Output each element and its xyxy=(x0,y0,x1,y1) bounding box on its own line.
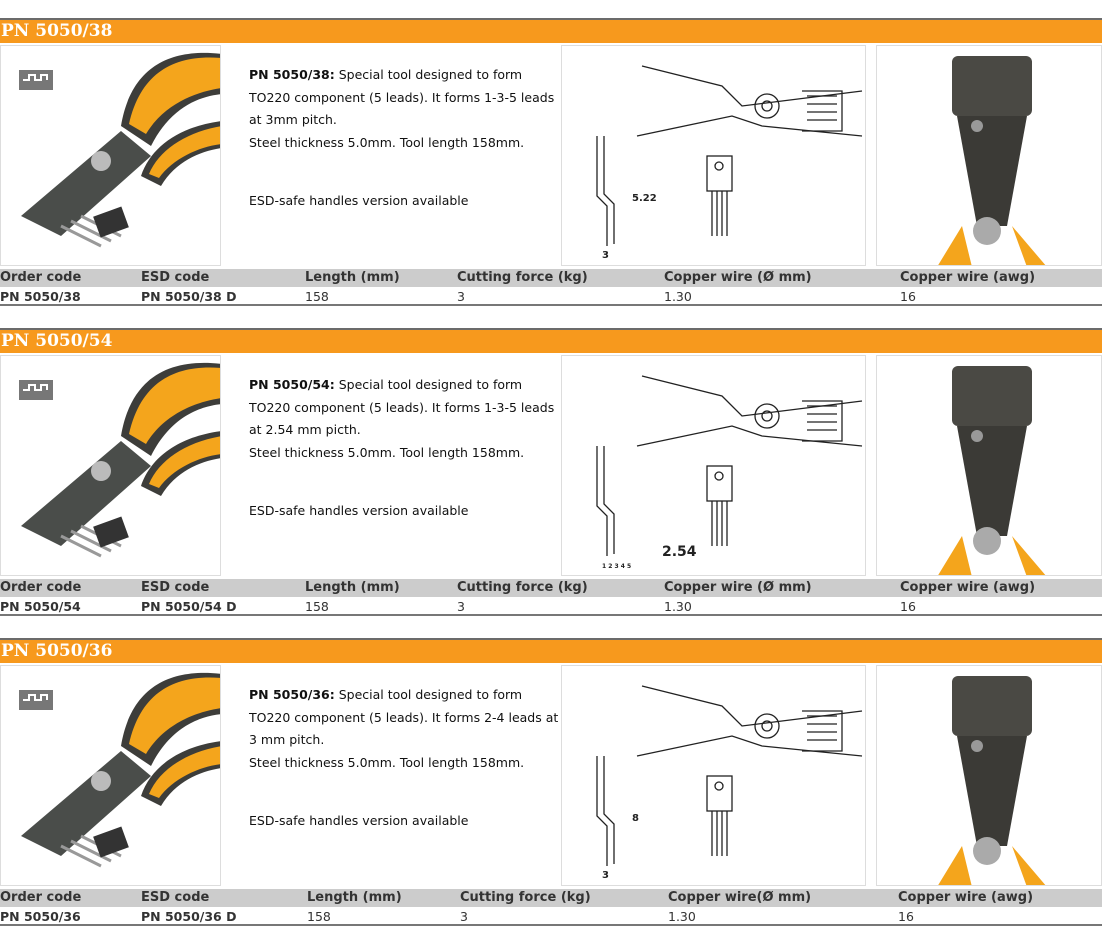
product-title: PN 5050/54 xyxy=(0,328,1102,353)
product-closeup-photo xyxy=(876,45,1102,266)
table-cell: PN 5050/38 xyxy=(0,289,81,304)
description-code: PN 5050/38: xyxy=(249,67,335,82)
product-title: PN 5050/36 xyxy=(0,638,1102,663)
product-title: PN 5050/38 xyxy=(0,18,1102,43)
product-closeup-photo xyxy=(876,355,1102,576)
description-line: 3 mm pitch. xyxy=(249,732,325,747)
product-section: PN 5050/38 PN 5050/38: Special tool desi… xyxy=(0,18,1102,308)
dimension-label: 2.54 xyxy=(662,544,697,560)
table-row: PN 5050/38 PN 5050/38 D 158 3 1.30 16 xyxy=(0,287,1102,306)
description-line: Special tool designed to form xyxy=(338,377,523,392)
technical-drawing: 5.22 3 xyxy=(561,45,866,266)
table-cell: 3 xyxy=(457,599,465,614)
dimension-label: 8 xyxy=(632,813,639,824)
column-header: Cutting force (kg) xyxy=(460,890,591,905)
table-cell: PN 5050/54 xyxy=(0,599,81,614)
spec-table-header: Order code ESD code Length (mm) Cutting for… xyxy=(0,269,1102,287)
product-image xyxy=(0,665,221,886)
column-header: ESD code xyxy=(141,890,210,905)
dimension-label: 3 xyxy=(602,250,609,261)
column-header: ESD code xyxy=(141,270,210,285)
table-cell: PN 5050/54 D xyxy=(141,599,237,614)
product-closeup-photo xyxy=(876,665,1102,886)
table-cell: PN 5050/38 D xyxy=(141,289,237,304)
product-image xyxy=(0,355,221,576)
table-cell: 1.30 xyxy=(664,599,692,614)
column-header: Cutting force (kg) xyxy=(457,580,588,595)
product-description: PN 5050/36: Special tool designed to for… xyxy=(222,665,560,886)
table-cell: 158 xyxy=(305,599,329,614)
column-header: Copper wire (Ø mm) xyxy=(664,270,812,285)
product-section: PN 5050/54 PN 5050/54: Special tool desi… xyxy=(0,328,1102,618)
table-cell: 16 xyxy=(898,909,914,924)
product-section: PN 5050/36 PN 5050/36: Special tool desi… xyxy=(0,638,1102,928)
description-line: Special tool designed to form xyxy=(338,67,523,82)
description-line: Special tool designed to form xyxy=(338,687,523,702)
table-cell: 3 xyxy=(460,909,468,924)
table-row: PN 5050/36 PN 5050/36 D 158 3 1.30 16 xyxy=(0,907,1102,926)
description-code: PN 5050/54: xyxy=(249,377,335,392)
column-header: Length (mm) xyxy=(305,270,400,285)
esd-note: ESD-safe handles version available xyxy=(249,503,469,518)
description-line: Steel thickness 5.0mm. Tool length 158mm… xyxy=(249,444,525,460)
table-row: PN 5050/54 PN 5050/54 D 158 3 1.30 16 xyxy=(0,597,1102,616)
product-description: PN 5050/38: Special tool designed to for… xyxy=(222,45,560,266)
table-cell: 16 xyxy=(900,289,916,304)
dimension-label: 5.22 xyxy=(632,193,657,204)
table-cell: 158 xyxy=(305,289,329,304)
description-line: TO220 component (5 leads). It forms 1-3-… xyxy=(249,89,555,105)
dimension-label: 3 xyxy=(602,870,609,881)
technical-drawing: 8 3 xyxy=(561,665,866,886)
description-line: Steel thickness 5.0mm. Tool length 158mm… xyxy=(249,134,525,150)
column-header: Order code xyxy=(0,580,82,595)
column-header: Cutting force (kg) xyxy=(457,270,588,285)
dimension-label: 1 2 3 4 5 xyxy=(602,563,631,570)
column-header: Copper wire (awg) xyxy=(900,580,1036,595)
table-cell: 16 xyxy=(900,599,916,614)
table-cell: 3 xyxy=(457,289,465,304)
column-header: Order code xyxy=(0,270,82,285)
esd-note: ESD-safe handles version available xyxy=(249,813,469,828)
column-header: Copper wire (Ø mm) xyxy=(664,580,812,595)
product-description: PN 5050/54: Special tool designed to for… xyxy=(222,355,560,576)
description-line: at 2.54 mm picth. xyxy=(249,422,361,437)
esd-note: ESD-safe handles version available xyxy=(249,193,469,208)
table-cell: 1.30 xyxy=(664,289,692,304)
table-cell: PN 5050/36 xyxy=(0,909,81,924)
description-line: at 3mm pitch. xyxy=(249,112,337,127)
description-line: TO220 component (5 leads). It forms 1-3-… xyxy=(249,399,555,415)
column-header: Length (mm) xyxy=(305,580,400,595)
description-line: TO220 component (5 leads). It forms 2-4 … xyxy=(249,709,559,725)
column-header: Copper wire (awg) xyxy=(900,270,1036,285)
column-header: Copper wire(Ø mm) xyxy=(668,890,812,905)
column-header: ESD code xyxy=(141,580,210,595)
column-header: Length (mm) xyxy=(307,890,402,905)
description-code: PN 5050/36: xyxy=(249,687,335,702)
spec-table-header: Order code ESD code Length (mm) Cutting for… xyxy=(0,579,1102,597)
table-cell: PN 5050/36 D xyxy=(141,909,237,924)
technical-drawing: 2.54 1 2 3 4 5 xyxy=(561,355,866,576)
column-header: Copper wire (awg) xyxy=(898,890,1034,905)
product-image xyxy=(0,45,221,266)
table-cell: 1.30 xyxy=(668,909,696,924)
description-line: Steel thickness 5.0mm. Tool length 158mm… xyxy=(249,754,525,770)
table-cell: 158 xyxy=(307,909,331,924)
spec-table-header: Order code ESD code Length (mm) Cutting for… xyxy=(0,889,1102,907)
column-header: Order code xyxy=(0,890,82,905)
